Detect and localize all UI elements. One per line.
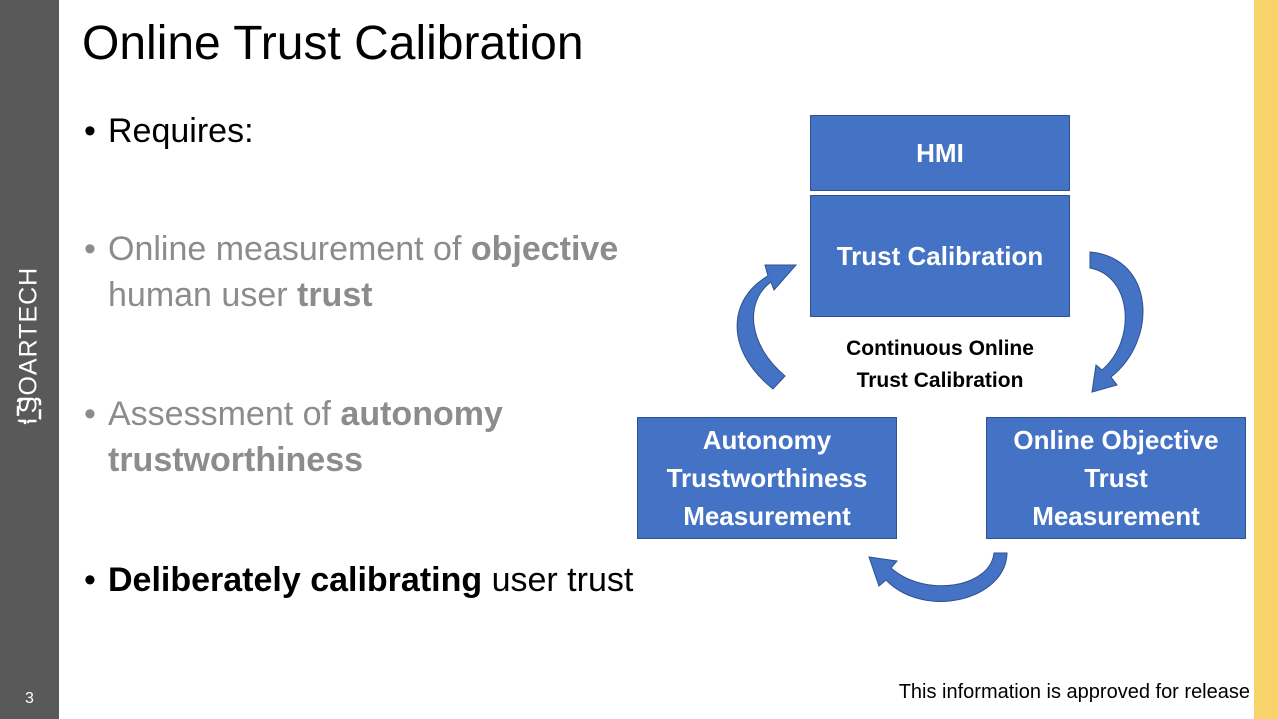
- autonomy-line3: Measurement: [683, 501, 851, 531]
- bullet-dot: •: [84, 112, 96, 150]
- bullet-text: Deliberately calibrating user trust: [108, 561, 634, 599]
- hmi-label: HMI: [916, 138, 964, 168]
- center-label-line2: Trust Calibration: [856, 369, 1024, 392]
- sidebar: SOARTECH 3: [0, 0, 59, 719]
- bullet-dot: •: [84, 395, 96, 433]
- hmi-box: HMI: [810, 115, 1070, 191]
- autonomy-line1: Autonomy: [702, 425, 832, 455]
- arrow-left-up: [736, 264, 798, 390]
- accent-bar: [1254, 0, 1278, 719]
- slide-title: Online Trust Calibration: [82, 17, 584, 70]
- bullet-text-line2: human user trust: [108, 276, 373, 314]
- release-footer: This information is approved for release: [898, 681, 1250, 703]
- slide-number: 3: [25, 690, 34, 707]
- arrow-right-down: [1089, 251, 1144, 393]
- online-objective-line2: Trust: [1084, 463, 1148, 493]
- trust-calibration-label: Trust Calibration: [836, 241, 1044, 271]
- arrow-bottom-left: [868, 552, 1008, 602]
- bullet-dot: •: [84, 230, 96, 268]
- bullet-dot: •: [84, 561, 96, 599]
- trust-calibration-box: Trust Calibration: [810, 195, 1070, 317]
- center-label-line1: Continuous Online: [846, 337, 1034, 360]
- autonomy-box: Autonomy Trustworthiness Measurement: [637, 417, 897, 539]
- bullet-text: Assessment of autonomy: [108, 395, 503, 433]
- autonomy-line2: Trustworthiness: [666, 463, 868, 493]
- bullet-text: Online measurement of objective: [108, 230, 619, 268]
- continuous-online-label: Continuous Online Trust Calibration: [812, 333, 1068, 397]
- online-objective-line1: Online Objective: [1013, 425, 1219, 455]
- soartech-logo-icon: [16, 397, 42, 426]
- online-objective-box: Online Objective Trust Measurement: [986, 417, 1246, 539]
- bullet-text: Requires:: [108, 112, 254, 150]
- bullet-text-line2: trustworthiness: [108, 441, 364, 479]
- online-objective-line3: Measurement: [1032, 501, 1200, 531]
